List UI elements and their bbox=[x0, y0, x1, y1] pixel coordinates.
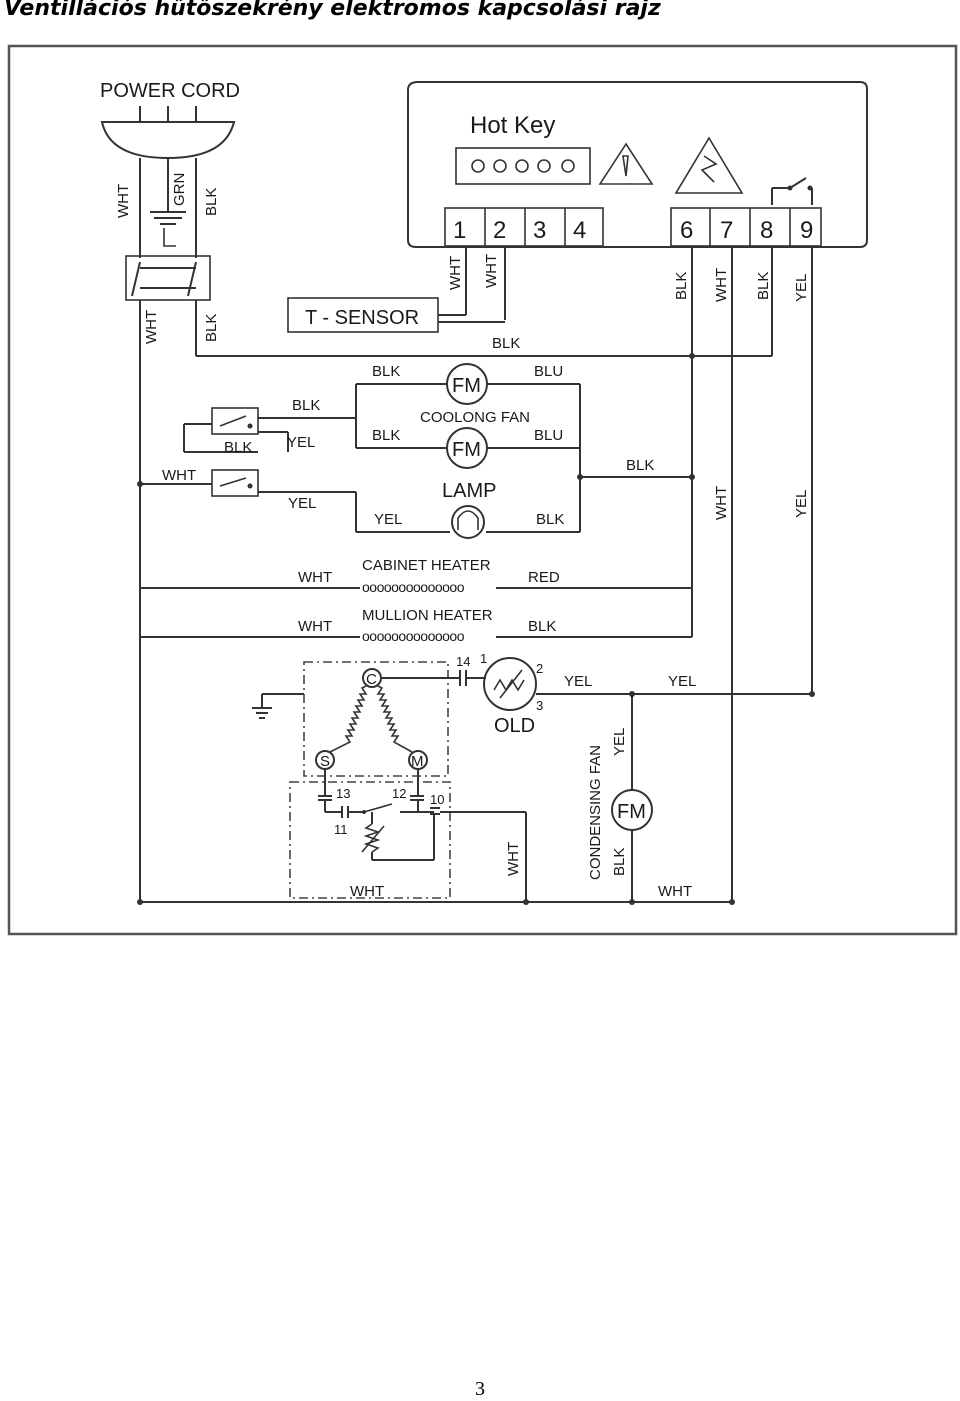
bottom-wire-wht-2: WHT bbox=[658, 883, 692, 900]
t-sensor: T - SENSOR BLK bbox=[196, 297, 772, 359]
page-title: Ventillációs hűtőszekrény elektromos kap… bbox=[4, 0, 661, 21]
wire-label-blk-2: BLK bbox=[203, 314, 220, 342]
node-10: 10 bbox=[430, 792, 444, 807]
fan-2-wire-blk: BLK bbox=[372, 427, 400, 444]
old-label: OLD bbox=[494, 715, 535, 737]
pin-1: 1 bbox=[453, 217, 466, 244]
blk-bus-label: BLK bbox=[492, 335, 520, 352]
lamp-label: LAMP bbox=[442, 480, 496, 502]
page-number: 3 bbox=[475, 1378, 485, 1400]
cabinet-heater-wire-red: RED bbox=[528, 569, 560, 586]
mullion-heater: MULLION HEATER oooooooooooooo WHT BLK bbox=[140, 588, 693, 644]
door-wire-yel: YEL bbox=[287, 434, 315, 451]
fan-2-wire-blu: BLU bbox=[534, 427, 563, 444]
hot-key-controller: Hot Key 1 2 3 4 6 7 8 9 bbox=[407, 81, 868, 902]
wire-label-blk: BLK bbox=[203, 188, 220, 216]
compressor: C S M 14 1 2 3 OLD YEL YEL 13 12 10 bbox=[252, 651, 815, 902]
cooling-fan-label: COOLONG FAN bbox=[420, 409, 530, 426]
relay-wire-wht: WHT bbox=[505, 842, 522, 876]
fan-motor-1 bbox=[446, 363, 488, 405]
pin-wire-6: BLK bbox=[673, 272, 690, 300]
mullion-heater-label: MULLION HEATER bbox=[362, 607, 493, 624]
node-12: 12 bbox=[392, 786, 406, 801]
door-switches: BLK BLK YEL WHT YEL bbox=[137, 397, 357, 532]
mullion-heater-coil: oooooooooooooo bbox=[362, 628, 465, 644]
pin-wire-1: WHT bbox=[447, 256, 464, 290]
right-wire-wht: WHT bbox=[713, 486, 730, 520]
fan-blk-main: BLK bbox=[626, 457, 654, 474]
pin-wire-2: WHT bbox=[483, 254, 500, 288]
pin-6: 6 bbox=[680, 217, 693, 244]
wire-label-grn: GRN bbox=[171, 173, 188, 206]
power-cord-label: POWER CORD bbox=[100, 80, 240, 102]
cooling-fans: FM BLK BLU COOLONG FAN FM BLK BLU BLK bbox=[355, 363, 695, 532]
pin-8: 8 bbox=[760, 217, 773, 244]
condensing-fan-fm: FM bbox=[617, 801, 646, 823]
pin-wire-8: BLK bbox=[755, 272, 772, 300]
lamp: LAMP YEL BLK bbox=[356, 480, 580, 539]
power-cord: POWER CORD WHT GRN BLK WHT BLK bbox=[100, 80, 240, 902]
mullion-heater-wire-blk: BLK bbox=[528, 618, 556, 635]
warning-icon bbox=[598, 142, 654, 185]
bottom-wire-wht: WHT bbox=[350, 883, 384, 900]
pin-7: 7 bbox=[720, 217, 733, 244]
wire-label-wht: WHT bbox=[115, 184, 132, 218]
terminal-m-label: M bbox=[411, 753, 424, 770]
node-11: 11 bbox=[334, 822, 348, 837]
node-3: 3 bbox=[536, 698, 543, 713]
cabinet-heater: CABINET HEATER oooooooooooooo WHT RED bbox=[140, 557, 692, 595]
pin-2: 2 bbox=[493, 217, 506, 244]
fan-2-fm: FM bbox=[452, 439, 481, 461]
node-2: 2 bbox=[536, 661, 543, 676]
pin-wire-9: YEL bbox=[793, 274, 810, 302]
high-voltage-icon bbox=[674, 136, 744, 194]
door-wire-yel-2: YEL bbox=[288, 495, 316, 512]
fan-1-fm: FM bbox=[452, 375, 481, 397]
cabinet-heater-wire-wht: WHT bbox=[298, 569, 332, 586]
t-sensor-label: T - SENSOR bbox=[305, 307, 419, 329]
condensing-fan-wire-yel: YEL bbox=[611, 728, 628, 756]
node-14: 14 bbox=[456, 654, 470, 669]
fan-1-wire-blk: BLK bbox=[372, 363, 400, 380]
terminal-s-label: S bbox=[320, 753, 330, 770]
overload-protector bbox=[483, 657, 537, 711]
pin-3: 3 bbox=[533, 217, 546, 244]
terminal-c-label: C bbox=[366, 671, 377, 688]
node-1: 1 bbox=[480, 651, 487, 666]
display-panel bbox=[455, 147, 591, 185]
door-wire-blk-top: BLK bbox=[292, 397, 320, 414]
pin-4: 4 bbox=[573, 217, 586, 244]
wire-label-wht-2: WHT bbox=[143, 310, 160, 344]
fan-1-wire-blu: BLU bbox=[534, 363, 563, 380]
diagram-frame bbox=[7, 44, 958, 936]
bottom-bus: WHT WHT bbox=[137, 883, 735, 905]
condensing-fan-wire-blk: BLK bbox=[611, 848, 628, 876]
lamp-wire-blk: BLK bbox=[536, 511, 564, 528]
cabinet-heater-label: CABINET HEATER bbox=[362, 557, 491, 574]
pin-9: 9 bbox=[800, 217, 813, 244]
condensing-fan: FM CONDENSING FAN YEL BLK bbox=[587, 694, 653, 902]
node-13: 13 bbox=[336, 786, 350, 801]
controller-title: Hot Key bbox=[470, 112, 555, 139]
old-wire-yel-2: YEL bbox=[668, 673, 696, 690]
condensing-fan-label: CONDENSING FAN bbox=[587, 745, 604, 880]
door-wire-wht: WHT bbox=[162, 467, 196, 484]
cabinet-heater-coil: oooooooooooooo bbox=[362, 579, 465, 595]
mullion-heater-wire-wht: WHT bbox=[298, 618, 332, 635]
old-wire-yel: YEL bbox=[564, 673, 592, 690]
lamp-wire-yel: YEL bbox=[374, 511, 402, 528]
right-wire-yel: YEL bbox=[793, 490, 810, 518]
pin-wire-7: WHT bbox=[713, 268, 730, 302]
lamp-bulb bbox=[451, 505, 485, 539]
fan-motor-2 bbox=[446, 427, 488, 469]
door-wire-blk: BLK bbox=[224, 439, 252, 456]
